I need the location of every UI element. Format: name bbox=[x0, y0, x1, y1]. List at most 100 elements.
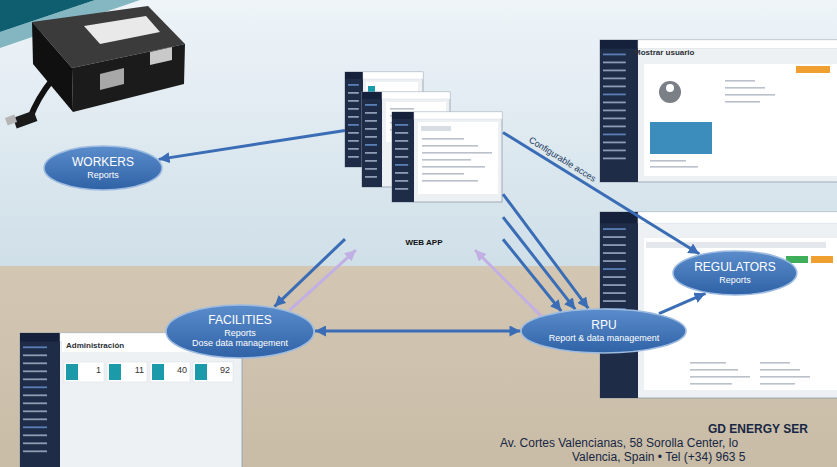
menu-item bbox=[365, 168, 377, 170]
menu-item bbox=[395, 172, 408, 174]
window-topbar bbox=[638, 212, 837, 223]
menu-item bbox=[603, 236, 626, 238]
menu-item bbox=[365, 120, 377, 122]
stat-icon bbox=[152, 364, 164, 380]
menu-item bbox=[23, 370, 47, 372]
text-line bbox=[760, 362, 790, 364]
stat-number: 92 bbox=[220, 366, 230, 376]
menu-item bbox=[23, 394, 47, 396]
text-line bbox=[650, 166, 698, 168]
menu-item bbox=[23, 410, 47, 412]
menu-item bbox=[23, 418, 47, 420]
avatar-head bbox=[666, 84, 674, 92]
window-topbar bbox=[638, 40, 837, 49]
menu-item bbox=[23, 386, 47, 388]
node-subtitle: Report & data management bbox=[549, 333, 660, 343]
menu-item bbox=[603, 150, 626, 152]
stat-card bbox=[193, 362, 233, 382]
text-line bbox=[725, 94, 775, 96]
profile-card bbox=[650, 122, 712, 154]
menu-item bbox=[365, 144, 377, 146]
window-sidebar bbox=[345, 72, 363, 167]
node-subtitle: Reports bbox=[224, 328, 256, 338]
menu-item bbox=[23, 402, 47, 404]
menu-item bbox=[603, 118, 626, 120]
text-line bbox=[725, 87, 765, 89]
stat-card bbox=[150, 362, 190, 382]
text-line bbox=[422, 159, 471, 161]
menu-item bbox=[365, 128, 377, 130]
panel bbox=[418, 122, 498, 194]
menu-item bbox=[603, 158, 626, 160]
menu-item bbox=[23, 354, 47, 356]
role-ellipse: RPUReport & data management bbox=[520, 308, 687, 354]
menu-item bbox=[603, 252, 626, 254]
menu-item bbox=[603, 276, 626, 278]
company-name: GD ENERGY SER bbox=[708, 423, 808, 436]
menu-item bbox=[348, 124, 359, 126]
menu-item bbox=[603, 62, 626, 64]
node-subtitle: Reports bbox=[719, 275, 751, 285]
screen-title: Mostrar usuario bbox=[634, 49, 694, 58]
text-line bbox=[760, 369, 800, 371]
stat-card bbox=[107, 362, 147, 382]
device-sticker bbox=[84, 16, 160, 44]
usb-plug bbox=[13, 111, 37, 129]
usb-port bbox=[150, 47, 172, 65]
usb-metal bbox=[5, 115, 17, 126]
avatar bbox=[659, 81, 681, 103]
stat-number: 1 bbox=[96, 366, 101, 376]
menu-item bbox=[23, 426, 47, 428]
stat-number: 40 bbox=[177, 366, 187, 376]
menu-item bbox=[603, 134, 626, 136]
window-sidebar bbox=[20, 333, 60, 467]
menu-item bbox=[365, 176, 377, 178]
text-line bbox=[690, 376, 750, 378]
menu-item bbox=[395, 140, 408, 142]
menu-item bbox=[395, 180, 408, 182]
button bbox=[796, 66, 830, 73]
role-ellipse: WORKERSReports bbox=[43, 145, 163, 191]
device-front bbox=[72, 44, 185, 112]
menu-item bbox=[603, 142, 626, 144]
text-line bbox=[725, 80, 755, 82]
window-sidebar bbox=[392, 112, 414, 202]
window-sidebar bbox=[600, 212, 638, 398]
stat-icon bbox=[195, 364, 207, 380]
window-topbar bbox=[363, 72, 423, 79]
panel bbox=[644, 64, 837, 176]
menu-item bbox=[603, 110, 626, 112]
menu-item bbox=[603, 268, 626, 270]
window-brand bbox=[362, 92, 382, 99]
node-title: WEB APP bbox=[405, 238, 442, 247]
app-screenshot bbox=[392, 112, 502, 202]
menu-item bbox=[603, 102, 626, 104]
menu-item bbox=[348, 156, 359, 158]
text-line bbox=[650, 160, 686, 162]
text-line bbox=[422, 138, 464, 140]
menu-item bbox=[603, 70, 626, 72]
text-line bbox=[760, 383, 795, 385]
web-app-group: WEB APP bbox=[345, 70, 503, 250]
stat-icon bbox=[66, 364, 78, 380]
menu-item bbox=[395, 156, 408, 158]
menu-item bbox=[365, 152, 377, 154]
menu-item bbox=[603, 284, 626, 286]
menu-item bbox=[395, 124, 408, 126]
menu-item bbox=[603, 300, 626, 302]
menu-item bbox=[348, 92, 359, 94]
menu-item bbox=[23, 378, 47, 380]
window-sidebar bbox=[600, 40, 638, 182]
flow-arrow bbox=[289, 250, 355, 310]
rpu-screenshot bbox=[600, 212, 837, 398]
menu-item bbox=[23, 362, 47, 364]
menu-item bbox=[23, 434, 47, 436]
company-address: Av. Cortes Valencianas, 58 Sorolla Cente… bbox=[500, 437, 738, 450]
text-line bbox=[422, 180, 478, 182]
text-line bbox=[422, 145, 478, 147]
node-subtitle: Dose data management bbox=[192, 338, 288, 348]
window-frame bbox=[600, 40, 837, 182]
